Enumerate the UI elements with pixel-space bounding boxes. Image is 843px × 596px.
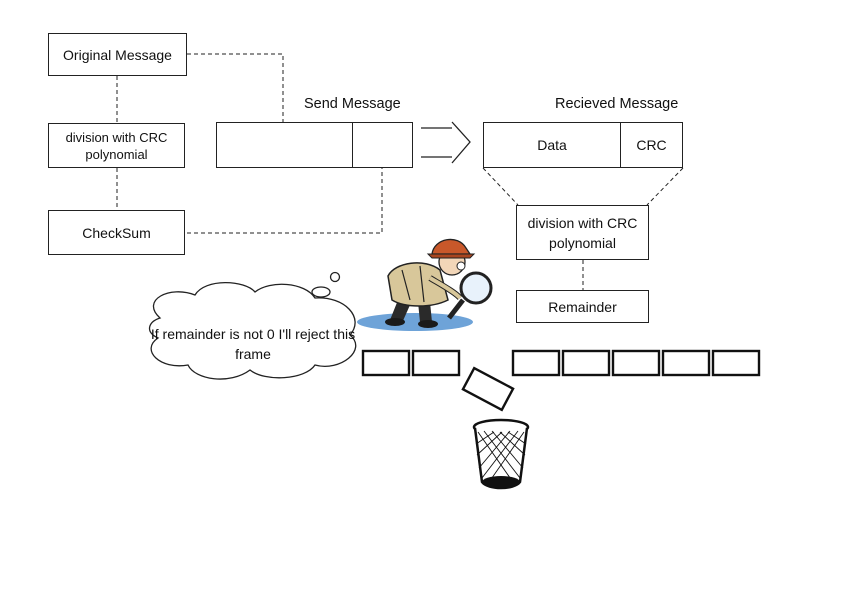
- trash-bin-icon: [472, 418, 530, 490]
- received-message-title: Recieved Message: [555, 96, 679, 112]
- received-message-frame: Data CRC: [483, 122, 683, 168]
- detective-icon: [357, 238, 476, 331]
- magnifying-glass-icon: [447, 271, 493, 320]
- receiver-connectors: [482, 167, 684, 290]
- frame-blocks: [361, 349, 761, 412]
- original-message-box: Original Message: [48, 33, 187, 76]
- sender-division-label: division with CRC polynomial: [65, 129, 168, 162]
- thought-cloud: [148, 271, 357, 380]
- remainder-box: Remainder: [516, 290, 649, 323]
- checksum-label: CheckSum: [82, 224, 151, 241]
- frame-block: [511, 349, 561, 377]
- sender-connectors: [116, 53, 383, 234]
- receiver-division-box: division with CRC polynomial: [516, 205, 649, 260]
- frame-block: [361, 349, 411, 377]
- receiver-division-label: division with CRC polynomial: [527, 214, 638, 251]
- send-message-title: Send Message: [304, 96, 401, 112]
- received-data-segment: Data: [484, 123, 621, 167]
- frame-block: [611, 349, 661, 377]
- rejected-frame-block: [461, 366, 515, 412]
- send-message-frame: [216, 122, 413, 168]
- checksum-box: CheckSum: [48, 210, 185, 255]
- remainder-label: Remainder: [548, 298, 617, 315]
- original-message-label: Original Message: [63, 46, 172, 63]
- frame-block: [711, 349, 761, 377]
- thought-text: If remainder is not 0 I'll reject this f…: [150, 326, 356, 362]
- frame-block: [661, 349, 711, 377]
- frame-block: [561, 349, 611, 377]
- data-label: Data: [537, 137, 567, 153]
- send-message-divider: [352, 123, 353, 167]
- frame-block: [411, 349, 461, 377]
- sender-division-box: division with CRC polynomial: [48, 123, 185, 168]
- received-crc-segment: CRC: [621, 123, 682, 167]
- crc-label: CRC: [636, 137, 667, 153]
- transmit-arrow-icon: [421, 121, 471, 164]
